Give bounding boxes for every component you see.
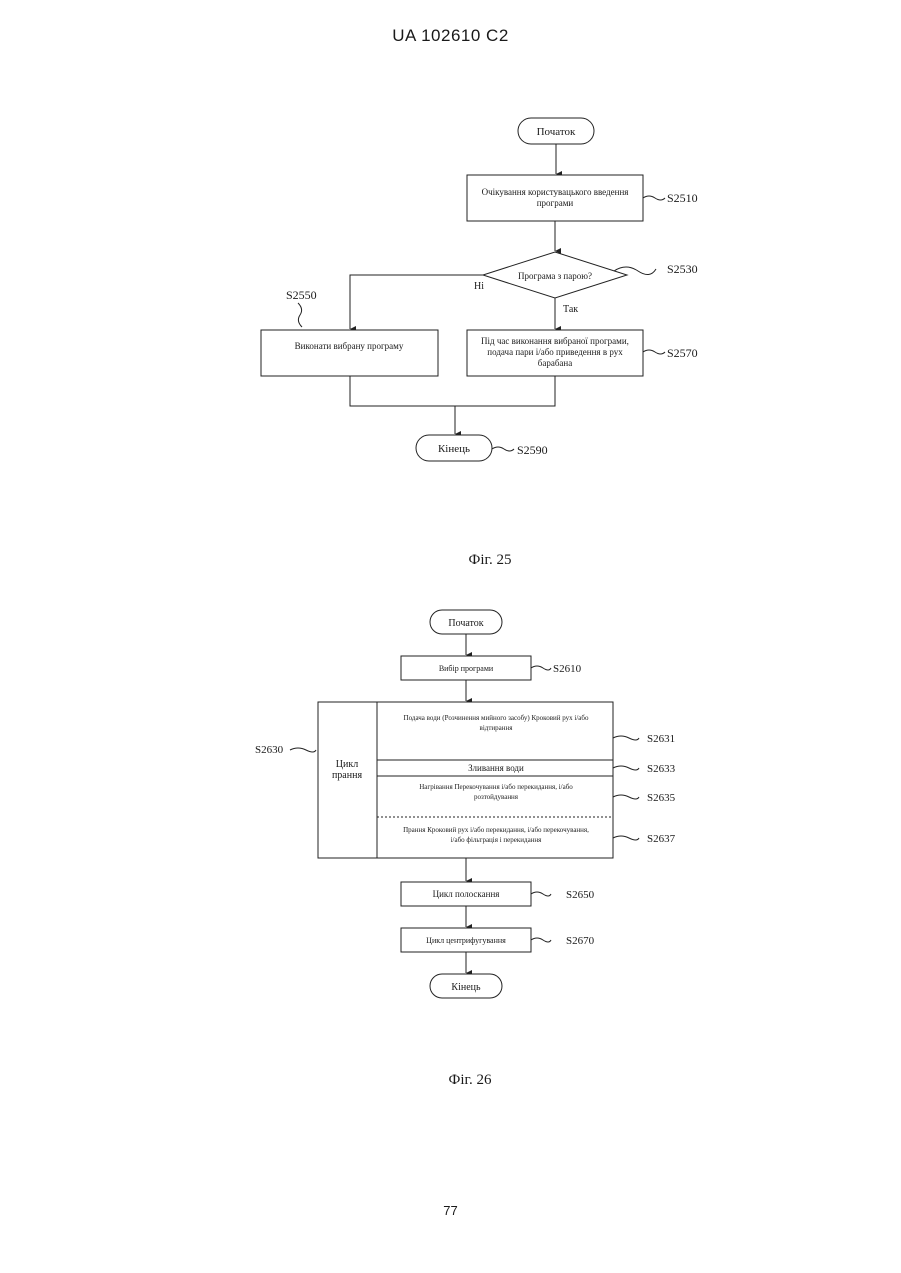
fig25-run-selected-box xyxy=(261,330,438,376)
label-s2637: S2637 xyxy=(647,833,676,845)
fig25-flowchart: Початок Очікування користувацького введе… xyxy=(261,118,698,568)
label-s2530: S2530 xyxy=(667,262,698,276)
fig26-start-label: Початок xyxy=(448,618,483,629)
fig26-end-label: Кінець xyxy=(451,982,481,993)
fig25-yes-label: Так xyxy=(563,304,578,315)
fig25-start-label: Початок xyxy=(537,126,576,138)
fig25-decision-text: Програма з парою? xyxy=(518,271,592,281)
fig26-caption: Фіг. 26 xyxy=(449,1072,492,1088)
fig26-washing-text-1: Прання Кроковий рух і/або перекидання, і… xyxy=(403,826,589,834)
fig26-heating-text-2: розтойдування xyxy=(474,793,519,801)
fig26-spin-text: Цикл центрифугування xyxy=(426,936,506,945)
fig25-steam-text-2: подача пари і/або приведення в рух xyxy=(487,347,623,357)
fig26-select-program-text: Вибір програми xyxy=(439,664,494,673)
page-number: 77 xyxy=(0,1203,901,1218)
fig25-wait-text-1: Очікування користувацького введення xyxy=(482,187,629,197)
fig26-flowchart: Початок Вибір програми S2610 Цикл прання… xyxy=(255,610,676,1088)
fig26-wash-cycle-block xyxy=(318,702,613,858)
label-s2590: S2590 xyxy=(517,443,548,457)
fig26-rinse-text: Цикл полоскання xyxy=(433,889,500,899)
fig25-caption: Фіг. 25 xyxy=(469,552,512,568)
fig26-drain-text: Зливання води xyxy=(468,763,524,773)
fig25-wait-text-2: програми xyxy=(537,198,574,208)
label-s2610: S2610 xyxy=(553,663,582,675)
label-s2650: S2650 xyxy=(566,889,595,901)
fig26-wash-cycle-text-2: прання xyxy=(332,770,362,781)
label-s2635: S2635 xyxy=(647,792,676,804)
fig25-run-selected-text: Виконати вибрану програму xyxy=(295,341,404,351)
fig26-water-supply-text-1: Подача води (Розчинення мийного засобу) … xyxy=(404,714,589,722)
label-s2570: S2570 xyxy=(667,346,698,360)
fig26-washing-text-2: і/або фільтрація і перекидання xyxy=(451,836,543,844)
fig25-steam-text-3: барабана xyxy=(538,358,572,368)
fig26-wash-cycle-text-1: Цикл xyxy=(336,759,358,770)
fig26-water-supply-text-2: відтирання xyxy=(480,724,514,732)
label-s2550: S2550 xyxy=(286,288,317,302)
label-s2670: S2670 xyxy=(566,935,595,947)
label-s2631: S2631 xyxy=(647,733,675,745)
label-s2510: S2510 xyxy=(667,191,698,205)
fig25-end-label: Кінець xyxy=(438,443,470,455)
label-s2630: S2630 xyxy=(255,744,284,756)
fig26-heating-text-1: Нагрівання Перекочування і/або перекидан… xyxy=(419,783,573,791)
fig25-no-label: Ні xyxy=(474,281,484,292)
label-s2633: S2633 xyxy=(647,763,676,775)
fig25-steam-text-1: Під час виконання вибраної програми, xyxy=(481,336,629,346)
